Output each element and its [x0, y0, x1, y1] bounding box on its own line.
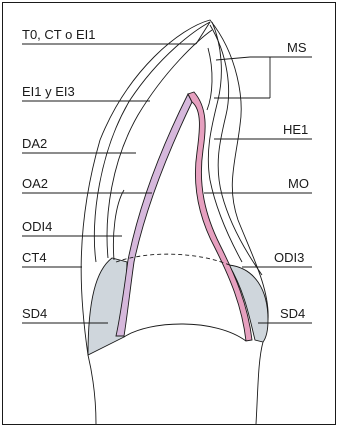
label-odi3: ODI3 — [274, 250, 304, 265]
label-sd4-left: SD4 — [22, 306, 47, 321]
figure-frame — [3, 3, 336, 425]
label-odi4: ODI4 — [22, 219, 52, 234]
label-ei1-ei3: EI1 y EI3 — [22, 84, 75, 99]
label-sd4-right: SD4 — [280, 306, 305, 321]
label-mo: MO — [288, 176, 309, 191]
label-da2: DA2 — [22, 136, 47, 151]
label-he1: HE1 — [283, 122, 308, 137]
label-t0-ct-ei1: T0, CT o EI1 — [22, 27, 95, 42]
label-ms: MS — [287, 40, 307, 55]
label-ct4: CT4 — [22, 250, 47, 265]
label-oa2: OA2 — [22, 176, 48, 191]
